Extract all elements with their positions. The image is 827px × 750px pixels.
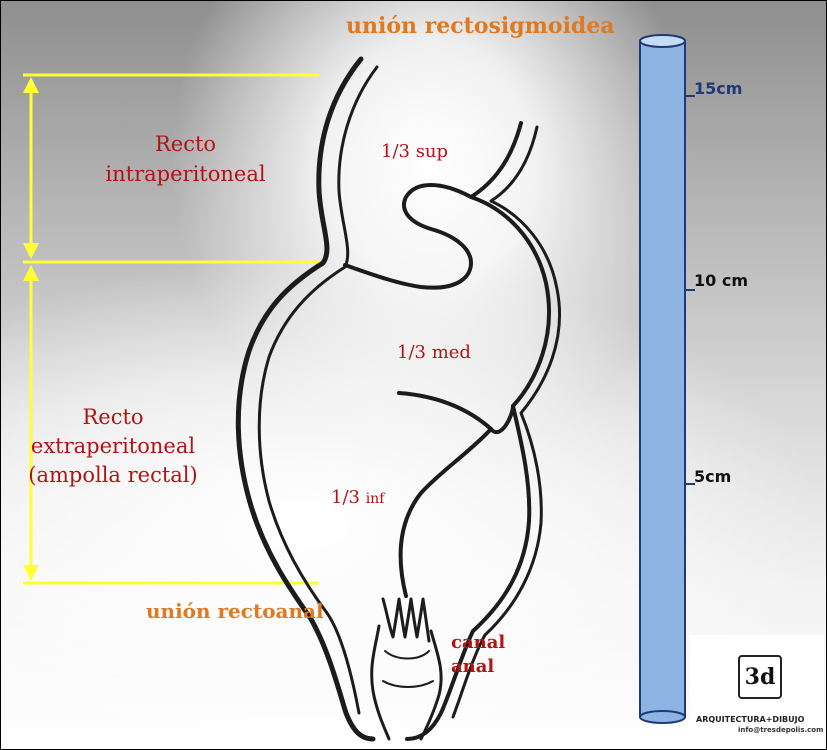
anal-canal-inner xyxy=(383,651,433,687)
ruler-body xyxy=(640,41,685,717)
lower-third-label: 1/3 inf xyxy=(331,487,384,508)
rectosigmoid-junction-label: unión rectosigmoidea xyxy=(346,13,615,39)
ruler-top-cap xyxy=(640,35,685,47)
ruler xyxy=(640,35,695,723)
logo-mark: 3d xyxy=(738,655,782,699)
ruler-label-10: 10 cm xyxy=(694,271,748,290)
logo-company-name: ARQUITECTURA+DIBUJO xyxy=(696,715,804,724)
upper-third-label: 1/3 sup xyxy=(381,141,448,162)
rectoanal-junction-label: unión rectoanal xyxy=(146,599,324,623)
extraperitoneal-label-line2: extraperitoneal xyxy=(3,432,223,461)
arrow-up-mid2 xyxy=(23,265,39,281)
lower-third-label-suffix: inf xyxy=(366,491,385,507)
ruler-bottom-cap xyxy=(640,711,685,723)
arrow-down-bottom xyxy=(23,565,39,581)
anal-canal-label-line2: anal xyxy=(451,655,505,679)
logo-email: info@tresdepolis.com xyxy=(738,726,823,734)
extraperitoneal-label-line1: Recto xyxy=(3,403,223,432)
anal-canal-label-line1: canal xyxy=(451,631,505,655)
anal-canal-label: canal anal xyxy=(451,631,505,679)
ruler-label-5: 5cm xyxy=(694,467,731,486)
middle-valve-fold xyxy=(399,393,513,432)
ruler-label-15: 15cm xyxy=(694,79,742,98)
intraperitoneal-label: Recto intraperitoneal xyxy=(93,129,278,189)
middle-third-label: 1/3 med xyxy=(397,342,471,363)
lower-valve-fold xyxy=(401,429,491,596)
intraperitoneal-label-line1: Recto xyxy=(93,129,278,159)
lower-third-label-num: 1/3 xyxy=(331,487,360,508)
arrow-up-top xyxy=(23,77,39,93)
intraperitoneal-label-line2: intraperitoneal xyxy=(93,159,278,189)
extraperitoneal-label-line3: (ampolla rectal) xyxy=(3,461,223,490)
extraperitoneal-label: Recto extraperitoneal (ampolla rectal) xyxy=(3,403,223,490)
arrow-down-mid1 xyxy=(23,243,39,259)
upper-valve-fold xyxy=(345,185,471,288)
anal-columns xyxy=(383,599,429,641)
logo: 3d ARQUITECTURA+DIBUJO info@tresdepolis.… xyxy=(690,635,824,747)
